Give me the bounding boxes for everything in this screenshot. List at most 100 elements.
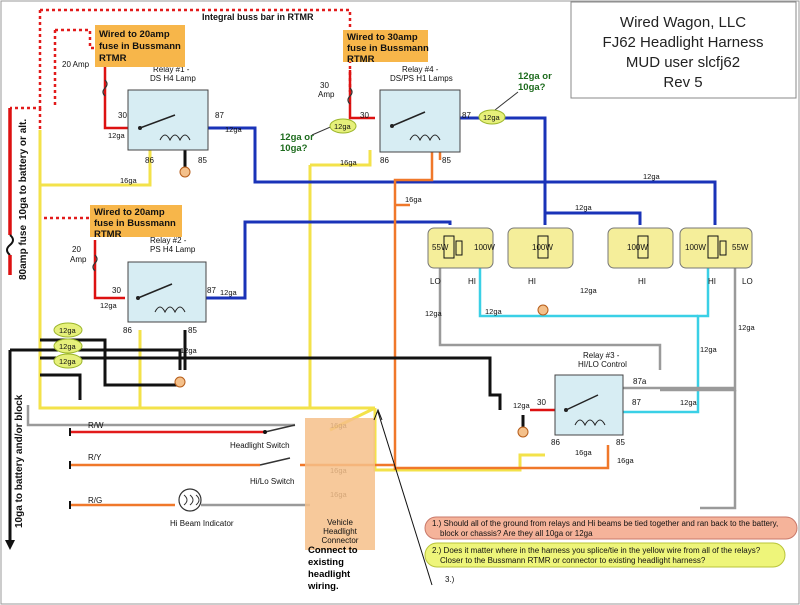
lamp-ps-lo: LO bbox=[742, 277, 753, 286]
svg-text:16ga: 16ga bbox=[575, 448, 593, 457]
headlight-switch-label: Headlight Switch bbox=[230, 441, 290, 450]
fuse-note-relay1: Wired to 20amp fuse in Bussmann RTMR bbox=[95, 25, 185, 67]
relay3-name: Relay #3 - bbox=[583, 351, 620, 360]
svg-text:16ga: 16ga bbox=[617, 456, 635, 465]
relay3-pin87a: 87a bbox=[633, 377, 647, 386]
relay3-desc: HI/LO Control bbox=[578, 360, 627, 369]
title-user: MUD user slcfj62 bbox=[626, 54, 740, 71]
relay-1 bbox=[127, 89, 209, 151]
svg-text:1.) Should all of the ground f: 1.) Should all of the ground from relays… bbox=[432, 519, 778, 528]
svg-text:12ga: 12ga bbox=[59, 357, 77, 366]
lamp-ps-h1-hi: HI bbox=[638, 277, 646, 286]
green-12ga-bubbles: 12ga 12ga 12ga 12ga 12ga bbox=[53, 109, 506, 369]
relay2-pin85: 85 bbox=[188, 326, 197, 335]
svg-text:12ga or: 12ga or bbox=[280, 132, 314, 143]
ground-arrow bbox=[5, 540, 15, 550]
question-2: 2.) Does it matter where in the harness … bbox=[424, 542, 786, 568]
title-rev: Rev 5 bbox=[663, 74, 702, 91]
svg-text:Closer to the Bussmann RTMR or: Closer to the Bussmann RTMR or connector… bbox=[440, 556, 706, 565]
connect-note-2: existing bbox=[308, 557, 344, 568]
hibeam-indicator-icon bbox=[178, 488, 202, 512]
amp-20-relay2-a: 20 bbox=[72, 245, 81, 254]
relay3-pin86: 86 bbox=[551, 438, 560, 447]
relay2-name: Relay #2 - bbox=[150, 236, 187, 245]
lamp-ps-h1: 100W HI bbox=[607, 227, 674, 286]
lamp-ds-hi: HI bbox=[468, 277, 476, 286]
relay1-pin87: 87 bbox=[215, 111, 224, 120]
amp-20-relay1: 20 Amp bbox=[62, 60, 90, 69]
relay2-pin87: 87 bbox=[207, 286, 216, 295]
fuse-note-relay2: Wired to 20amp fuse in Bussmann RTMR bbox=[90, 205, 182, 240]
svg-text:10ga?: 10ga? bbox=[518, 82, 546, 93]
svg-text:16ga: 16ga bbox=[405, 195, 423, 204]
lamp-ps-h1-100w: 100W bbox=[627, 243, 648, 252]
svg-text:12ga: 12ga bbox=[738, 323, 756, 332]
svg-text:12ga: 12ga bbox=[425, 309, 443, 318]
hibeam-indicator-label: Hi Beam Indicator bbox=[170, 519, 234, 528]
switch-section: R/W Headlight Switch R/Y Hi/Lo Switch R/… bbox=[69, 421, 310, 528]
svg-text:fuse in Bussmann: fuse in Bussmann bbox=[99, 41, 181, 52]
relay1-pin86: 86 bbox=[145, 156, 154, 165]
title-company: Wired Wagon, LLC bbox=[620, 14, 746, 31]
svg-text:RTMR: RTMR bbox=[347, 54, 375, 65]
lamp-ps-hi: HI bbox=[708, 277, 716, 286]
svg-text:12ga: 12ga bbox=[680, 398, 698, 407]
svg-text:16ga: 16ga bbox=[340, 158, 358, 167]
amp-30-b: Amp bbox=[318, 90, 335, 99]
relay4-name: Relay #4 - bbox=[402, 65, 439, 74]
connect-note-4: wiring. bbox=[307, 581, 339, 592]
svg-text:12ga: 12ga bbox=[59, 342, 77, 351]
cyan-wires bbox=[478, 260, 710, 414]
svg-text:2.) Does it matter where in th: 2.) Does it matter where in the harness … bbox=[432, 546, 761, 555]
svg-text:Wired to 20amp: Wired to 20amp bbox=[99, 29, 170, 40]
title-block bbox=[570, 1, 797, 99]
svg-text:12ga: 12ga bbox=[108, 131, 126, 140]
relay3-pin87: 87 bbox=[632, 398, 641, 407]
relay3-pin85: 85 bbox=[616, 438, 625, 447]
lamp-ds-55w: 55W bbox=[432, 243, 449, 252]
svg-text:12ga: 12ga bbox=[483, 113, 501, 122]
lamp-ps-h4: 100W 55W HI LO bbox=[679, 227, 753, 286]
svg-text:Vehicle: Vehicle bbox=[327, 518, 353, 527]
wire-rw: R/W bbox=[88, 421, 104, 430]
relay2-pin30: 30 bbox=[112, 286, 121, 295]
hilo-switch-label: Hi/Lo Switch bbox=[250, 477, 294, 486]
vehicle-headlight-connector bbox=[305, 418, 375, 550]
ground-points bbox=[174, 166, 549, 438]
svg-text:fuse in Bussmann: fuse in Bussmann bbox=[94, 218, 176, 229]
svg-text:RTMR: RTMR bbox=[99, 53, 127, 64]
svg-text:10ga?: 10ga? bbox=[280, 143, 308, 154]
fuse-symbols bbox=[92, 79, 353, 272]
lamp-ds-h1-100w: 100W bbox=[532, 243, 553, 252]
connect-note-3: headlight bbox=[308, 569, 351, 580]
svg-text:12ga: 12ga bbox=[643, 172, 661, 181]
relay1-pin85: 85 bbox=[198, 156, 207, 165]
green-note-right: 12ga or 10ga? bbox=[494, 71, 552, 111]
svg-text:Wired to 20amp: Wired to 20amp bbox=[94, 207, 165, 218]
wire-ry: R/Y bbox=[88, 453, 102, 462]
relay4-pin86: 86 bbox=[380, 156, 389, 165]
fuse-note-relay4: Wired to 30amp fuse in Bussmann RTMR bbox=[343, 30, 429, 65]
relay1-name: Relay #1 - bbox=[153, 65, 190, 74]
relay-3 bbox=[554, 374, 624, 436]
question-3: 3.) bbox=[445, 575, 455, 584]
svg-text:12ga: 12ga bbox=[220, 288, 238, 297]
svg-text:Headlight: Headlight bbox=[323, 527, 358, 536]
to-battery-label: 10ga to battery or alt. bbox=[18, 119, 29, 220]
lamp-ds-lo: LO bbox=[430, 277, 441, 286]
lamp-ds-100w: 100W bbox=[474, 243, 495, 252]
question-1: 1.) Should all of the ground from relays… bbox=[424, 516, 798, 540]
lamp-ds-h1-hi: HI bbox=[528, 277, 536, 286]
lamp-ps-100w: 100W bbox=[685, 243, 706, 252]
svg-text:Connector: Connector bbox=[322, 536, 359, 545]
svg-text:block or chassis? Are they al: block or chassis? Are they all 10ga or 1… bbox=[440, 529, 593, 538]
relay1-pin30: 30 bbox=[118, 111, 127, 120]
relay4-pin87: 87 bbox=[462, 111, 471, 120]
relay-2 bbox=[127, 261, 207, 323]
buss-bar-label: Integral buss bar in RTMR bbox=[202, 12, 314, 22]
svg-text:fuse in Bussmann: fuse in Bussmann bbox=[347, 43, 429, 54]
relay2-pin86: 86 bbox=[123, 326, 132, 335]
svg-text:12ga: 12ga bbox=[225, 125, 243, 134]
wire-rg: R/G bbox=[88, 496, 102, 505]
svg-text:12ga: 12ga bbox=[575, 203, 593, 212]
